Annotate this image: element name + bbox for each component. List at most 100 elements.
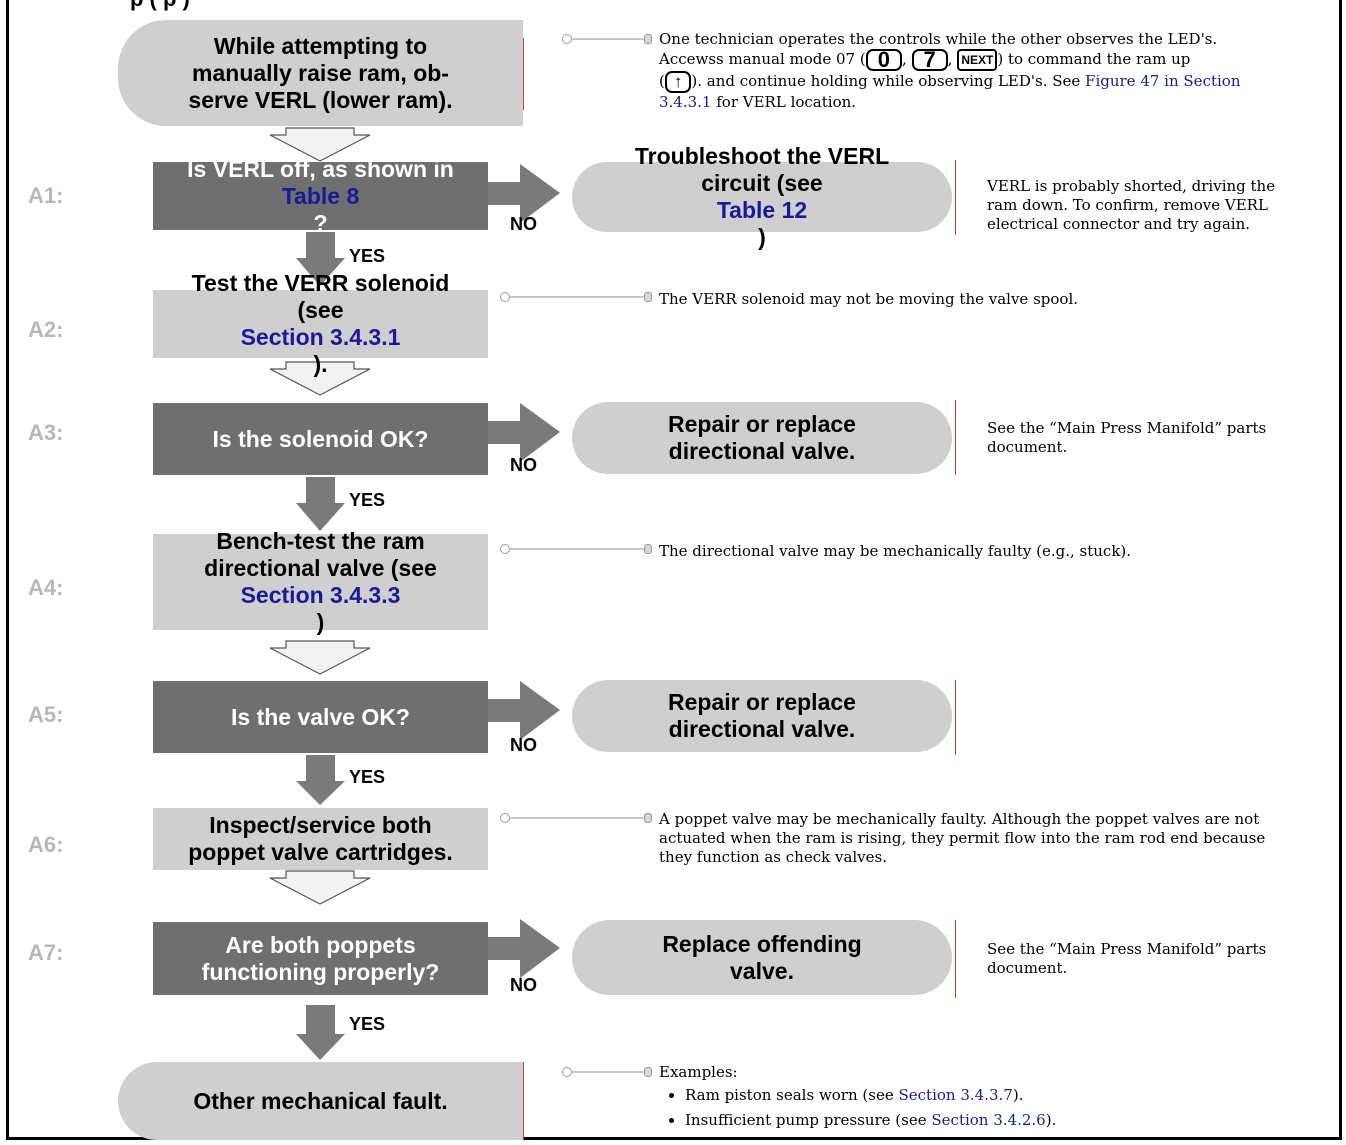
end-connector-line xyxy=(572,1071,644,1073)
yes-arrow-a7 xyxy=(296,1005,345,1060)
section-link[interactable]: 3.4.3.1 xyxy=(659,93,712,111)
start-note: One technician operates the controls whi… xyxy=(659,30,1339,112)
a7-decision-box: Are both poppets functioning properly? xyxy=(153,922,488,995)
start-box: While attempting to manually raise ram, … xyxy=(118,20,523,126)
a7-divider xyxy=(955,920,956,998)
a1-no-action-line-2: circuit (see Table 12) xyxy=(635,170,889,251)
step-label-a5: A5: xyxy=(28,702,64,727)
end-box: Other mechanical fault. xyxy=(118,1062,523,1140)
page-title: p ( p ) xyxy=(130,0,190,12)
start-note-line-2: Accewss manual mode 07 (0, 7, NEXT) to c… xyxy=(659,47,1191,72)
a5-no-action-box: Repair or replace directional valve. xyxy=(572,680,952,752)
yes-arrow-a5 xyxy=(296,755,345,805)
a3-question: Is the solenoid OK? xyxy=(212,425,429,452)
step-label-a7: A7: xyxy=(28,940,64,965)
example-item: Insufficient pump pressure (see Section … xyxy=(685,1111,1339,1130)
end-note: Examples: Ram piston seals worn (see Sec… xyxy=(659,1063,1339,1136)
a4-line-2: directional valve (see xyxy=(204,555,437,581)
a4-line-1: Bench-test the ram xyxy=(216,528,425,554)
start-line-3: serve VERL (lower ram). xyxy=(188,86,453,113)
key-0-icon: 0 xyxy=(865,49,902,71)
a3-decision-box: Is the solenoid OK? xyxy=(153,403,488,475)
example-item: Ram piston seals worn (see Section 3.4.3… xyxy=(685,1086,1339,1105)
a4-connector-line xyxy=(510,548,644,550)
a6-connector-end xyxy=(644,813,652,823)
end-connector-end xyxy=(644,1067,652,1077)
a3-divider xyxy=(955,400,956,475)
end-connector-dot xyxy=(562,1067,572,1077)
step-label-a3: A3: xyxy=(28,420,64,445)
a5-divider xyxy=(955,680,956,755)
hollow-down-arrow-3 xyxy=(269,640,371,675)
a2-connector-end xyxy=(644,292,652,302)
a7-note: See the “Main Press Manifold” parts docu… xyxy=(987,940,1267,977)
a4-connector-end xyxy=(644,544,652,554)
a3-no-action-box: Repair or replace directional valve. xyxy=(572,402,952,474)
a7-no-label: NO xyxy=(510,975,537,995)
key-7-icon: 7 xyxy=(911,49,948,71)
start-connector-end xyxy=(644,34,652,44)
a1-yes-label: YES xyxy=(349,246,386,266)
section-3426-link[interactable]: Section 3.4.2.6 xyxy=(931,1111,1046,1129)
section-3437-link[interactable]: Section 3.4.3.7 xyxy=(898,1086,1013,1104)
a2-line-1: Test the VERR solenoid xyxy=(191,270,450,296)
step-label-a4: A4: xyxy=(28,575,64,600)
a4-action-box: Bench-test the ram directional valve (se… xyxy=(153,528,488,635)
section-3433-link[interactable]: Section 3.4.3.3 xyxy=(240,582,401,608)
a3-note: See the “Main Press Manifold” parts docu… xyxy=(987,419,1267,456)
hollow-down-arrow-2 xyxy=(269,361,371,396)
key-up-arrow-icon: ↑ xyxy=(664,71,692,93)
a1-question-line-1: Is VERL off, as shown in xyxy=(187,155,454,182)
a4-note: The directional valve may be mechanicall… xyxy=(659,542,1132,560)
table-8-link[interactable]: Table 8 xyxy=(281,182,360,209)
a3-no-label: NO xyxy=(510,455,537,475)
a4-line-3: Section 3.4.3.3) xyxy=(204,582,437,636)
a5-question: Is the valve OK? xyxy=(231,703,410,730)
hollow-down-arrow-4 xyxy=(269,870,371,905)
section-3431-link[interactable]: Section 3.4.3.1 xyxy=(240,324,401,350)
a1-no-action-box: Troubleshoot the VERL circuit (see Table… xyxy=(572,143,952,250)
no-arrow-a7 xyxy=(488,919,560,978)
no-arrow-a1 xyxy=(488,164,560,223)
hollow-down-arrow-1 xyxy=(269,127,371,162)
key-next-icon: NEXT xyxy=(957,49,998,71)
a7-yes-label: YES xyxy=(349,1014,386,1034)
start-divider xyxy=(523,38,524,110)
a1-decision-box: Is VERL off, as shown in Table 8? xyxy=(153,156,488,236)
start-note-line-3: (↑). and continue holding while observin… xyxy=(659,71,1241,93)
examples-list: Ram piston seals worn (see Section 3.4.3… xyxy=(659,1086,1339,1130)
start-connector-dot xyxy=(562,34,572,44)
a1-divider xyxy=(955,160,956,235)
end-divider xyxy=(523,1062,524,1140)
a2-connector-line xyxy=(510,296,644,298)
step-label-a2: A2: xyxy=(28,317,64,342)
a6-action-box: Inspect/service both poppet valve cartri… xyxy=(153,808,488,870)
start-note-line-4: 3.4.3.1 for VERL location. xyxy=(659,93,857,111)
a6-connector-dot xyxy=(500,813,510,823)
a2-connector-dot xyxy=(500,292,510,302)
no-arrow-a5 xyxy=(488,681,560,740)
start-connector-line xyxy=(572,38,644,40)
diagram-frame xyxy=(6,0,1342,1140)
yes-arrow-a3 xyxy=(296,477,345,531)
yes-arrow-a1 xyxy=(296,232,345,286)
start-line-2: manually raise ram, ob- xyxy=(192,59,449,86)
a2-action-box: Test the VERR solenoid (see Section 3.4.… xyxy=(153,270,488,377)
no-arrow-a3 xyxy=(488,403,560,462)
a4-connector-dot xyxy=(500,544,510,554)
start-note-line-1: One technician operates the controls whi… xyxy=(659,30,1218,48)
a6-connector-line xyxy=(510,817,644,819)
a1-no-label: NO xyxy=(510,214,537,234)
table-12-link[interactable]: Table 12 xyxy=(716,197,808,223)
a6-note: A poppet valve may be mechanically fault… xyxy=(659,810,1266,866)
a5-decision-box: Is the valve OK? xyxy=(153,681,488,753)
a2-note: The VERR solenoid may not be moving the … xyxy=(659,290,1079,308)
a5-no-label: NO xyxy=(510,735,537,755)
a1-note: VERL is probably shorted, driving the ra… xyxy=(987,177,1276,233)
step-label-a6: A6: xyxy=(28,832,64,857)
step-label-a1: A1: xyxy=(28,183,64,208)
a1-no-action-line-1: Troubleshoot the VERL xyxy=(634,143,890,169)
figure-47-link[interactable]: Figure 47 in Section xyxy=(1085,72,1241,90)
start-line-1: While attempting to xyxy=(213,32,428,59)
